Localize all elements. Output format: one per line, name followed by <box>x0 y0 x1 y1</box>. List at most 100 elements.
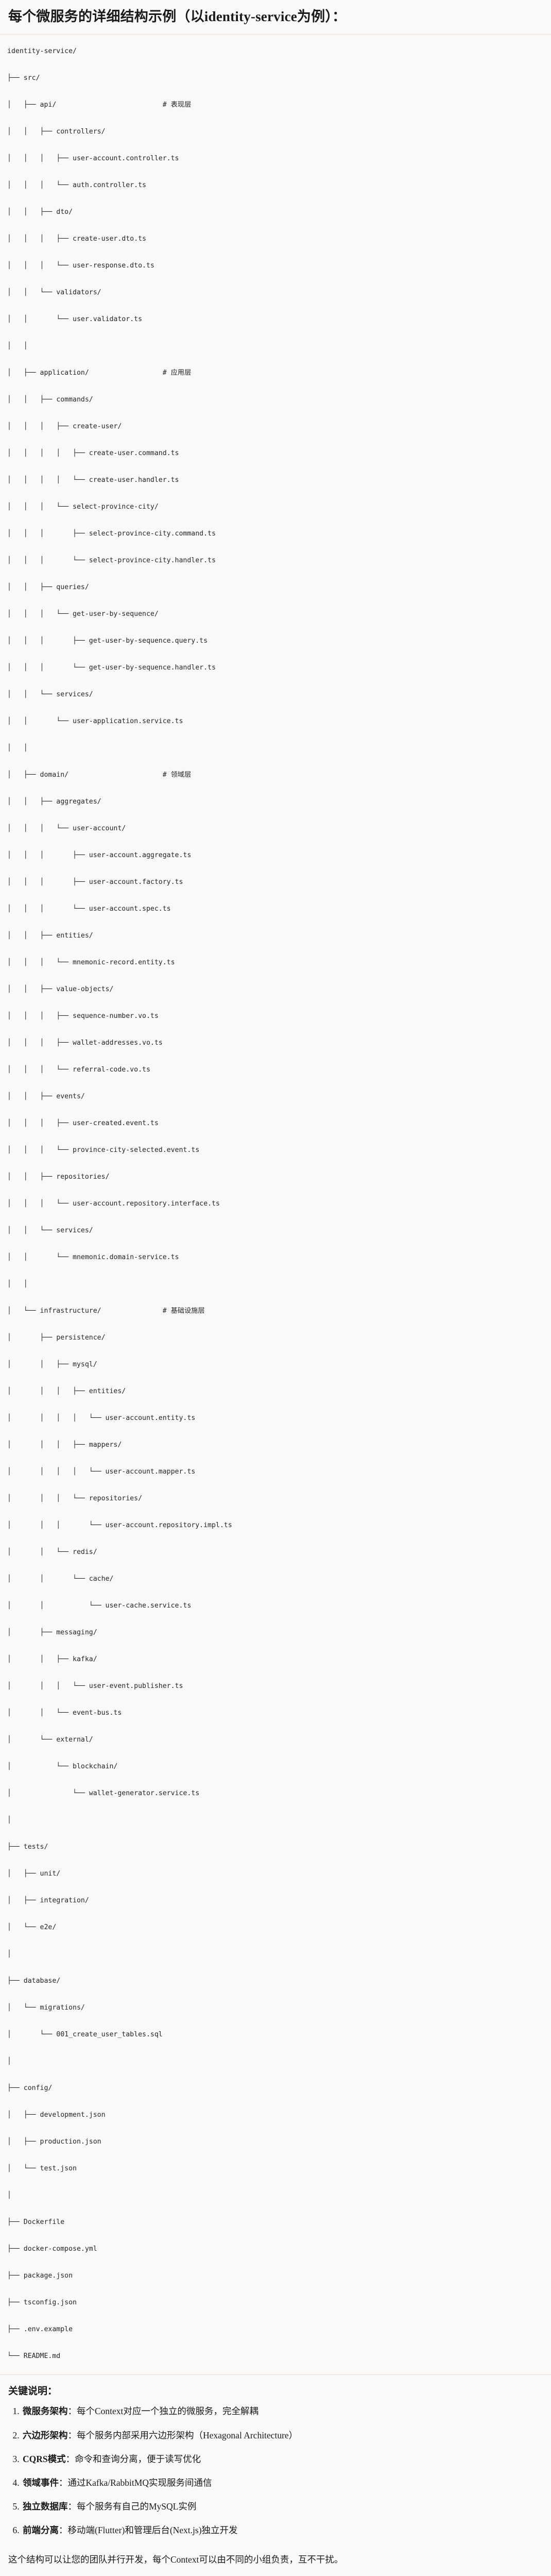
tree-line: │ │ │ └── user-account/ <box>7 825 126 833</box>
key-note-item: 领域事件：通过Kafka/RabbitMQ实现服务间通信 <box>22 2476 543 2490</box>
tree-line: ├── src/ <box>7 74 40 82</box>
tree-line: ├── package.json <box>7 2272 73 2280</box>
tree-line-comment: # 基础设施层 <box>162 1307 205 1315</box>
tree-line: ├── Dockerfile <box>7 2218 65 2227</box>
key-note-item: 六边形架构：每个服务内部采用六边形架构（Hexagonal Architectu… <box>22 2429 543 2443</box>
tree-line: │ └── wallet-generator.service.ts <box>7 1789 200 1798</box>
key-note-separator: ： <box>59 2477 68 2488</box>
directory-tree-block: identity-service/ ├── src/ │ ├── api/ # … <box>0 35 551 2369</box>
tree-line: │ │ │ └── user-account.spec.ts <box>7 905 171 913</box>
tree-line: │ ├── persistence/ <box>7 1334 106 1342</box>
key-note-term: 前端分离 <box>23 2525 59 2536</box>
title-divider <box>0 34 551 35</box>
key-note-separator: ： <box>67 2430 77 2440</box>
tree-line: │ <box>7 2058 11 2066</box>
tree-line: ├── database/ <box>7 1977 61 1985</box>
tree-line: │ │ │ └── repositories/ <box>7 1495 143 1503</box>
tree-line: ├── docker-compose.yml <box>7 2245 97 2253</box>
tree-line: │ │ ├── queries/ <box>7 583 89 592</box>
tree-line: │ │ └── mnemonic.domain-service.ts <box>7 1253 179 1262</box>
tree-line: │ └── external/ <box>7 1736 93 1744</box>
tree-line: │ │ ├── dto/ <box>7 208 73 216</box>
tree-line: identity-service/ <box>7 47 77 56</box>
tree-line: │ └── migrations/ <box>7 2004 85 2012</box>
tree-line: │ │ │ ├── user-created.event.ts <box>7 1119 159 1128</box>
tree-line: │ │ <box>7 1280 28 1289</box>
tree-line: │ │ │ └── mnemonic-record.entity.ts <box>7 959 175 967</box>
tree-line: │ │ │ ├── create-user/ <box>7 423 122 431</box>
tree-line: │ <box>7 1816 11 1825</box>
tree-line: │ │ │ └── get-user-by-sequence/ <box>7 610 159 618</box>
tree-line: │ │ │ ├── wallet-addresses.vo.ts <box>7 1039 163 1047</box>
tree-line: │ │ │ │ └── user-account.mapper.ts <box>7 1468 196 1476</box>
tree-line: │ │ │ └── referral-code.vo.ts <box>7 1066 150 1074</box>
key-note-term: 微服务架构 <box>23 2406 68 2417</box>
tree-line: │ ├── integration/ <box>7 1897 89 1905</box>
tree-line: │ │ ├── entities/ <box>7 932 93 940</box>
key-note-description: 每个服务有自己的MySQL实例 <box>77 2501 197 2512</box>
key-note-separator: ： <box>67 2406 77 2417</box>
tree-line: │ │ │ ├── get-user-by-sequence.query.ts <box>7 637 208 645</box>
key-note-separator: ： <box>67 2501 77 2512</box>
tree-line: │ │ │ ├── select-province-city.command.t… <box>7 530 216 538</box>
tree-line: │ ├── development.json <box>7 2111 106 2119</box>
tree-line: │ │ │ └── province-city-selected.event.t… <box>7 1146 200 1155</box>
tree-line: │ ├── application/ # 应用层 <box>7 366 544 380</box>
tree-line: │ │ <box>7 342 28 350</box>
tree-line: │ │ │ ├── sequence-number.vo.ts <box>7 1012 159 1021</box>
tree-line: │ │ │ ├── user-account.aggregate.ts <box>7 851 192 860</box>
tree-line: ├── tests/ <box>7 1843 48 1851</box>
tree-line-comment: # 领域层 <box>162 771 192 779</box>
tree-line-path: │ ├── domain/ <box>7 771 163 779</box>
key-note-item: 微服务架构：每个Context对应一个独立的微服务，完全解耦 <box>22 2404 543 2418</box>
tree-line: ├── config/ <box>7 2084 53 2093</box>
tree-line: │ │ ├── value-objects/ <box>7 985 114 994</box>
tree-line: │ │ ├── aggregates/ <box>7 798 101 806</box>
tree-line-comment: # 表现层 <box>162 101 192 109</box>
tree-line: │ │ │ │ └── create-user.handler.ts <box>7 476 179 484</box>
tree-line: │ │ │ └── user-account.repository.interf… <box>7 1200 220 1208</box>
tree-line: │ │ └── services/ <box>7 1227 93 1235</box>
key-note-item: 独立数据库：每个服务有自己的MySQL实例 <box>22 2500 543 2514</box>
tree-line: │ │ │ └── user-event.publisher.ts <box>7 1682 183 1691</box>
key-note-description: 每个Context对应一个独立的微服务，完全解耦 <box>77 2406 259 2417</box>
key-note-description: 命令和查询分离，便于读写优化 <box>75 2453 201 2464</box>
tree-line: │ │ ├── repositories/ <box>7 1173 110 1181</box>
key-note-term: 领域事件 <box>23 2477 59 2488</box>
tree-line: │ │ │ │ └── user-account.entity.ts <box>7 1414 196 1423</box>
key-note-term: CQRS模式 <box>23 2453 66 2464</box>
tree-line: │ │ │ ├── create-user.dto.ts <box>7 235 146 243</box>
key-note-separator: ： <box>65 2453 75 2464</box>
tree-line: │ └── 001_create_user_tables.sql <box>7 2031 163 2039</box>
page-title: 每个微服务的详细结构示例（以identity-service为例）： <box>8 9 347 24</box>
tree-line: │ │ │ └── select-province-city/ <box>7 503 159 511</box>
key-notes-heading: 关键说明： <box>8 2386 58 2397</box>
tree-line: │ ├── domain/ # 领域层 <box>7 768 544 782</box>
tree-line: ├── .env.example <box>7 2326 73 2334</box>
tree-line-path: │ ├── application/ <box>7 369 163 377</box>
tree-line: │ └── blockchain/ <box>7 1763 118 1771</box>
tree-line: │ │ │ └── get-user-by-sequence.handler.t… <box>7 664 216 672</box>
key-note-description: 每个服务内部采用六边形架构（Hexagonal Architecture） <box>77 2430 298 2440</box>
tree-line: │ ├── messaging/ <box>7 1629 97 1637</box>
tree-line: │ │ │ └── auth.controller.ts <box>7 181 146 190</box>
tree-line: │ │ │ │ ├── create-user.command.ts <box>7 449 179 458</box>
tree-line: │ │ <box>7 744 28 752</box>
tree-line: │ │ ├── events/ <box>7 1093 85 1101</box>
key-note-description: 通过Kafka/RabbitMQ实现服务间通信 <box>67 2477 212 2488</box>
key-note-term: 六边形架构 <box>23 2430 68 2440</box>
tree-line: ├── tsconfig.json <box>7 2299 77 2307</box>
key-note-separator: ： <box>59 2525 68 2536</box>
key-note-term: 独立数据库 <box>23 2501 68 2512</box>
tree-line: │ │ ├── kafka/ <box>7 1655 97 1664</box>
tree-line: │ │ └── event-bus.ts <box>7 1709 122 1717</box>
tree-line-path: │ ├── api/ <box>7 101 163 109</box>
tree-line: │ │ └── services/ <box>7 691 93 699</box>
key-note-item: 前端分离：移动端(Flutter)和管理后台(Next.js)独立开发 <box>22 2523 543 2537</box>
tree-line: │ │ ├── controllers/ <box>7 128 106 136</box>
tree-line: │ └── e2e/ <box>7 1923 57 1932</box>
tree-line: └── README.md <box>7 2352 61 2361</box>
key-note-description: 移动端(Flutter)和管理后台(Next.js)独立开发 <box>67 2525 238 2536</box>
tree-line: │ │ └── user-cache.service.ts <box>7 1602 192 1610</box>
